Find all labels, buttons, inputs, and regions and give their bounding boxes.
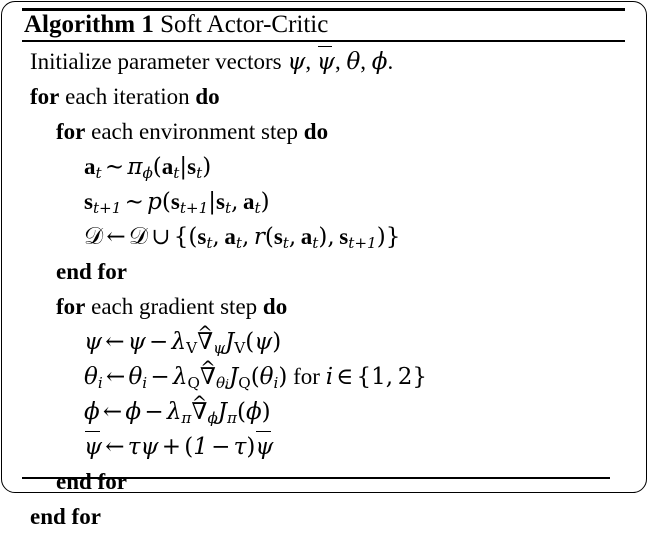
text-each-environment-step: each environment step: [91, 119, 299, 144]
algorithm-line-for-gradient-step: for each gradient step do: [0, 289, 650, 324]
algorithm-line-value-update: ψ←ψ−λV∇^ψJV(ψ): [0, 322, 650, 359]
algorithm-line-end-for-iteration: end for: [0, 499, 650, 534]
algorithm-header-rule: [22, 40, 625, 42]
equation-index-set: i∈{1, 2}: [325, 364, 427, 390]
algorithm-top-rule: [22, 8, 625, 11]
page-frame-border: [1, 1, 647, 493]
algorithm-line-target-update: ψ←τψ+(1−τ)ψ: [0, 429, 650, 464]
keyword-for-3: for: [56, 294, 86, 319]
equation-policy-update: ϕ←ϕ−λπ∇^ϕJπ(ϕ): [84, 392, 271, 427]
keyword-do-2: do: [303, 119, 329, 144]
text-each-iteration: each iteration: [65, 84, 190, 109]
text-for-i: for: [293, 364, 320, 389]
keyword-do-1: do: [195, 84, 220, 109]
keyword-end-for-2: end for: [56, 469, 127, 494]
period-1: .: [387, 49, 394, 74]
algorithm-line-policy-update: ϕ←ϕ−λπ∇^ϕJπ(ϕ): [0, 392, 650, 429]
algorithm-line-action-sample: at∼πϕ(at|st): [0, 149, 650, 184]
algorithm-line-for-env-step: for each environment step do: [0, 114, 650, 149]
algorithm-label: Algorithm 1: [24, 11, 154, 38]
keyword-do-3: do: [262, 294, 288, 319]
comma-3: ,: [360, 49, 367, 74]
equation-critic-update: θi←θi−λQ∇^θiJQ(θi): [84, 357, 288, 392]
algorithm-title: Algorithm 1 Soft Actor-Critic: [24, 10, 328, 40]
equation-action-sample: at∼πϕ(at|st): [84, 154, 212, 182]
initialize-text: Initialize parameter vectors: [30, 49, 282, 74]
equation-replay-buffer: 𝒟←𝒟∪{(st, at, r(st, at), st+1)}: [84, 222, 401, 252]
keyword-end-for-1: end for: [56, 259, 127, 284]
comma-2: ,: [334, 49, 341, 74]
keyword-for-2: for: [56, 119, 86, 144]
algorithm-line-for-iteration: for each iteration do: [0, 79, 650, 114]
equation-value-update: ψ←ψ−λV∇^ψJV(ψ): [84, 322, 282, 357]
algorithm-line-end-for-env: end for: [0, 254, 650, 289]
keyword-end-for-3: end for: [30, 504, 101, 529]
keyword-for-1: for: [30, 84, 60, 109]
algorithm-name: Soft Actor-Critic: [160, 11, 329, 38]
algorithm-body: Initialize parameter vectors ψ, ψ, θ, ϕ.…: [0, 44, 650, 534]
comma-1: ,: [305, 49, 312, 74]
sym-theta-1: θ: [346, 49, 361, 75]
sym-psi-1: ψ: [287, 49, 306, 75]
algorithm-line-initialize: Initialize parameter vectors ψ, ψ, θ, ϕ.: [0, 44, 650, 79]
equation-state-transition: st+1∼p(st+1|st, at): [84, 189, 270, 217]
algorithm-line-end-for-gradient: end for: [0, 464, 650, 499]
algorithm-line-replay-buffer: 𝒟←𝒟∪{(st, at, r(st, at), st+1)}: [0, 219, 650, 254]
sym-psi-bar-1: ψ: [317, 45, 335, 80]
algorithm-bottom-rule: [22, 477, 610, 479]
algorithm-line-critic-update: θi←θi−λQ∇^θiJQ(θi) for i∈{1, 2}: [0, 357, 650, 394]
equation-target-update: ψ←τψ+(1−τ)ψ: [84, 430, 273, 460]
algorithm-line-state-transition: st+1∼p(st+1|st, at): [0, 184, 650, 219]
text-each-gradient-step: each gradient step: [91, 294, 258, 319]
sym-phi-1: ϕ: [371, 49, 388, 75]
